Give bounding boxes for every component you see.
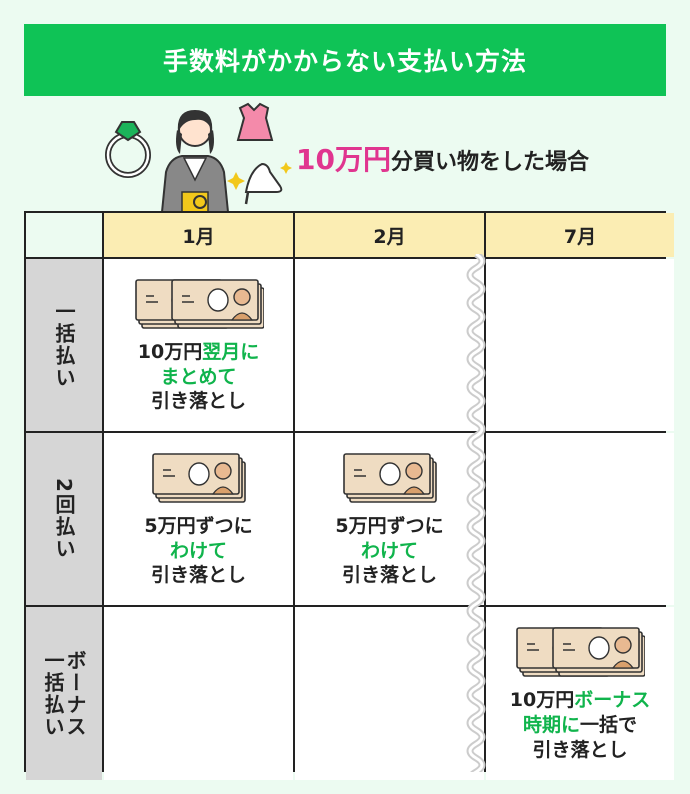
banknote-icon bbox=[516, 627, 645, 678]
column-header-2: 2月 bbox=[295, 213, 484, 257]
caption-highlight: 翌月に bbox=[202, 340, 260, 363]
row-header-3: ボーナス一括払い bbox=[26, 607, 102, 780]
column-header-3: 7月 bbox=[486, 213, 674, 257]
row-header-label: 2回払い bbox=[52, 478, 76, 560]
purchase-amount: 10万円 bbox=[296, 143, 391, 176]
table-cell bbox=[104, 607, 293, 780]
caption-line: わけて bbox=[144, 539, 252, 564]
caption-highlight: まとめて bbox=[160, 365, 237, 388]
banknote-icon bbox=[342, 453, 437, 503]
table-cell bbox=[486, 433, 674, 605]
caption-line: 10万円ボーナス bbox=[510, 688, 650, 713]
table-cell: 10万円ボーナス時期に一括で引き落とし bbox=[486, 607, 674, 780]
caption-line: まとめて bbox=[138, 365, 259, 390]
table-cell: 5万円ずつにわけて引き落とし bbox=[295, 433, 484, 605]
woman-shopper-icon bbox=[160, 110, 230, 212]
caption-highlight: ボーナス bbox=[574, 689, 651, 712]
caption-text: 5万円ずつに bbox=[144, 514, 253, 537]
cell-caption: 10万円ボーナス時期に一括で引き落とし bbox=[510, 688, 650, 762]
ring-icon bbox=[105, 121, 151, 178]
dress-icon bbox=[236, 102, 274, 141]
row-header-label: ボーナス一括払い bbox=[41, 649, 87, 738]
page-title: 手数料がかからない支払い方法 bbox=[24, 24, 666, 96]
table-cell: 5万円ずつにわけて引き落とし bbox=[104, 433, 293, 605]
caption-line: 10万円翌月に bbox=[138, 340, 259, 365]
row-header-label: 一括払い bbox=[52, 301, 76, 389]
caption-line: 5万円ずつに bbox=[144, 514, 252, 539]
caption-line: 5万円ずつに bbox=[335, 514, 443, 539]
caption-highlight: わけて bbox=[360, 539, 418, 562]
caption-line: 引き落とし bbox=[150, 390, 246, 413]
caption-line: 時期に一括で bbox=[510, 713, 650, 738]
cell-caption: 5万円ずつにわけて引き落とし bbox=[144, 514, 252, 588]
banknote-icon bbox=[151, 453, 246, 503]
high-heel-icon bbox=[227, 162, 292, 205]
caption-text: 10万円 bbox=[137, 340, 203, 363]
subtitle: 10万円分買い物をした場合 bbox=[296, 138, 589, 178]
caption-line: 引き落とし bbox=[341, 564, 437, 587]
row-header-1: 一括払い bbox=[26, 259, 102, 431]
caption-text: 5万円ずつに bbox=[335, 514, 444, 537]
table-corner bbox=[26, 213, 102, 257]
caption-line: 引き落とし bbox=[532, 738, 628, 761]
cell-caption: 10万円翌月にまとめて引き落とし bbox=[138, 340, 259, 414]
table-cell: 10万円翌月にまとめて引き落とし bbox=[104, 259, 293, 431]
caption-line: わけて bbox=[335, 539, 443, 564]
caption-text: 10万円 bbox=[509, 689, 575, 712]
table-cell bbox=[295, 259, 484, 431]
row-header-2: 2回払い bbox=[26, 433, 102, 605]
subtitle-text: 分買い物をした場合 bbox=[390, 150, 589, 175]
cell-caption: 5万円ずつにわけて引き落とし bbox=[335, 514, 443, 588]
table-cell bbox=[295, 607, 484, 780]
table-cell bbox=[486, 259, 674, 431]
column-header-1: 1月 bbox=[104, 213, 293, 257]
banknote-icon bbox=[134, 279, 264, 329]
shopping-illustration bbox=[105, 102, 292, 212]
caption-text: 一括で bbox=[580, 714, 638, 737]
caption-line: 引き落とし bbox=[150, 564, 246, 587]
caption-highlight: わけて bbox=[169, 539, 227, 562]
caption-highlight: 時期に bbox=[522, 714, 580, 737]
